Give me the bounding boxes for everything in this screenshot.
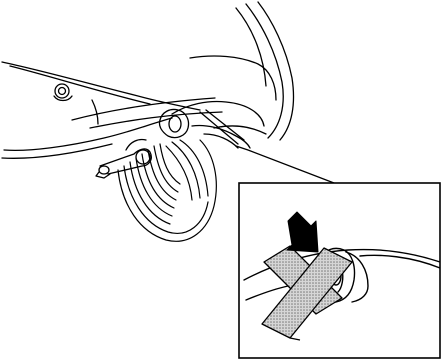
inset-leader [236,146,334,183]
fender-arch [172,2,294,140]
detail-inset [236,146,440,358]
vehicle-underbody [2,62,222,158]
wheel-tire [118,140,216,241]
